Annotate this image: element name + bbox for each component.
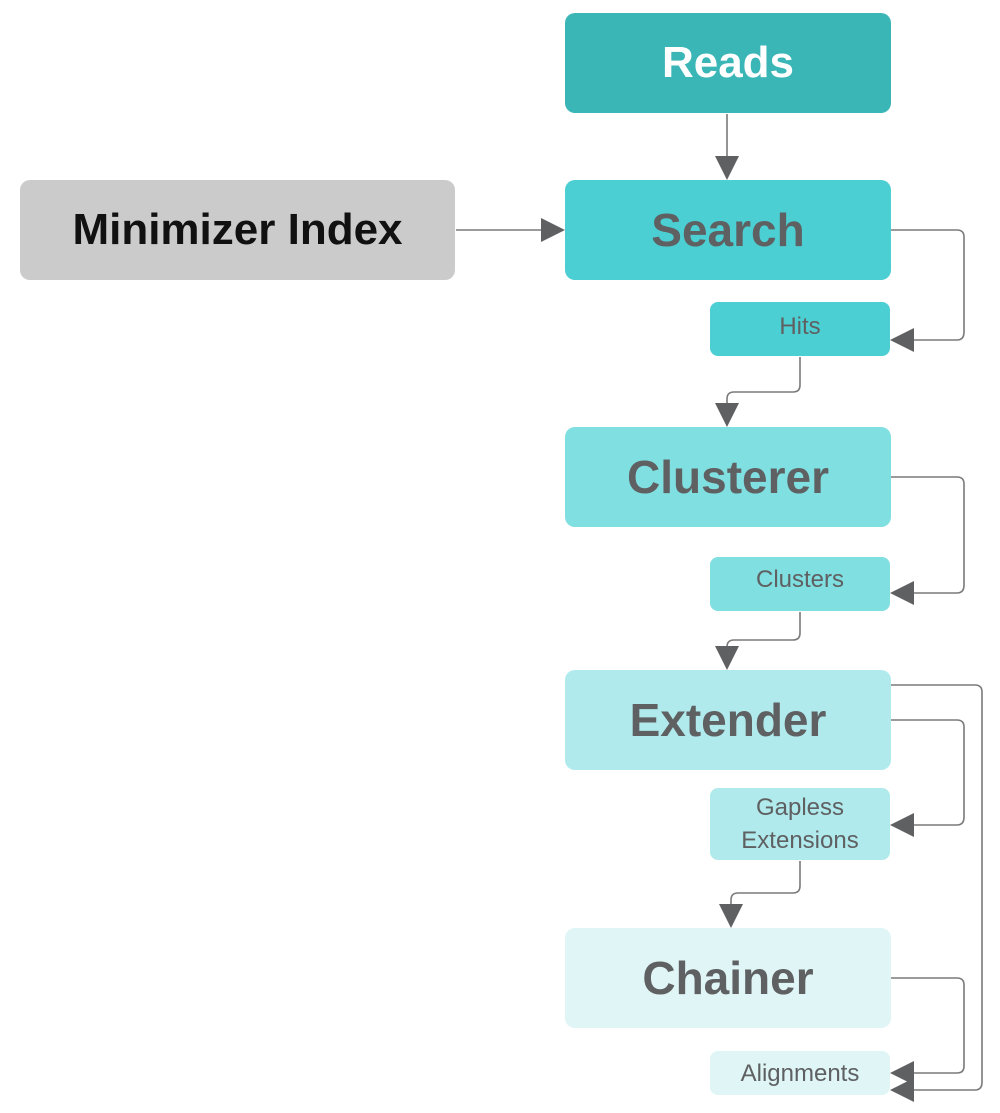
- search-node: Search: [565, 180, 891, 280]
- arrow-chainer-to-alignments: [890, 977, 965, 1085]
- hits-node: Hits: [710, 302, 890, 356]
- reads-node: Reads: [565, 13, 891, 113]
- chainer-node: Chainer: [565, 928, 891, 1028]
- gapless-extensions-node: Gapless Extensions: [710, 788, 890, 860]
- clusterer-node: Clusterer: [565, 427, 891, 527]
- arrow-clusters-to-extender: [715, 612, 801, 670]
- alignments-node: Alignments: [710, 1051, 890, 1095]
- clusterer-label: Clusterer: [627, 451, 829, 503]
- gapless-label-line2: Extensions: [741, 827, 859, 854]
- arrow-hits-to-clusterer: [715, 357, 801, 427]
- minimizer-index-label: Minimizer Index: [72, 205, 403, 254]
- arrow-extender-to-gapless: [890, 719, 965, 837]
- chainer-label: Chainer: [642, 952, 814, 1004]
- search-label: Search: [651, 204, 805, 256]
- arrow-gapless-to-chainer: [719, 861, 801, 928]
- extender-label: Extender: [629, 694, 827, 746]
- reads-label: Reads: [661, 38, 795, 87]
- arrow-search-to-hits: [890, 229, 965, 352]
- clusters-label: Clusters: [755, 566, 845, 593]
- minimizer-index-node: Minimizer Index: [20, 180, 455, 280]
- arrow-extender-to-alignments: [890, 684, 983, 1102]
- alignments-label: Alignments: [740, 1059, 860, 1087]
- hits-label: Hits: [779, 313, 821, 340]
- arrow-clusterer-to-clusters: [890, 476, 965, 605]
- gapless-label-line1: Gapless: [755, 794, 845, 821]
- clusters-node: Clusters: [710, 557, 890, 611]
- extender-node: Extender: [565, 670, 891, 770]
